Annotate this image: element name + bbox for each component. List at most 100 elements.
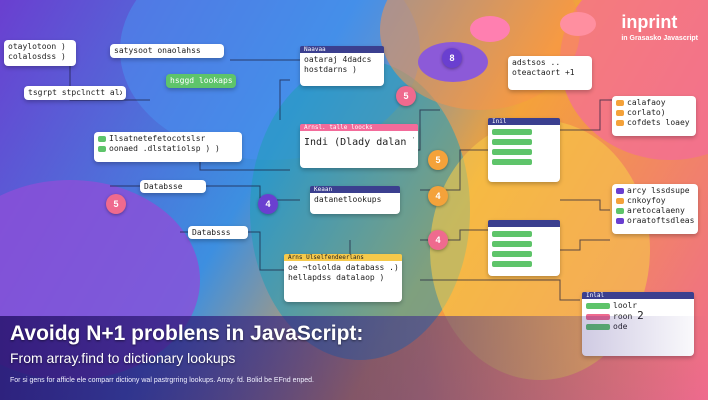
code-text: Ilsatnetefetocotslsr [109, 134, 206, 143]
code-text: cnkoyfoy [627, 196, 666, 205]
card-header: Inlal [582, 292, 694, 299]
card-header: Inil [488, 118, 560, 125]
row-chip [492, 260, 532, 267]
code-line: aretocalaeny [616, 206, 694, 216]
code-card-left: Ilsatnetefetocotslsr oonaed .dlstatiolsp… [94, 132, 242, 162]
brand-subtitle: in Grasasko Javascript [621, 35, 698, 42]
code-line: oteactaort +1 [512, 68, 575, 77]
code-line: Databsss [192, 228, 231, 237]
code-card-center-lookup: Keaan datanetlookups [310, 186, 400, 214]
code-line: otaylotoon ) [8, 42, 66, 51]
code-chip [616, 217, 624, 224]
brand-name: inprint [621, 12, 678, 32]
card-header: Arns Ulselfendeerlans [284, 254, 402, 261]
node-circle: 4 [428, 230, 448, 250]
code-line: datanetlookups [314, 195, 382, 204]
cloud-orange [560, 12, 596, 36]
card-header: Keaan [310, 186, 400, 193]
cloud-pink [470, 16, 510, 42]
card-header-label: Arns [288, 254, 303, 261]
row-chip [492, 230, 532, 237]
card-header-label: Arnsl. [304, 124, 326, 131]
row-chip [492, 148, 532, 155]
card-header: Arnsl. talle loocks [300, 124, 418, 131]
code-text: loolr [613, 301, 638, 310]
code-chip [616, 109, 624, 116]
row-chip [492, 240, 532, 247]
code-text: aretocalaeny [627, 206, 685, 215]
code-line: adstsos .. [512, 58, 561, 67]
code-line: Ilsatnetefetocotslsr [98, 134, 238, 144]
row-chip [492, 250, 532, 257]
list-row [492, 239, 556, 249]
code-text: arcy lssdsupe [627, 186, 690, 195]
code-text: calafaoy [627, 98, 666, 107]
code-card-upper-center: Naavaa oataraj 4dadcs hostdarns ) [300, 46, 384, 86]
code-line: oonaed .dlstatiolsp ) ) [98, 144, 238, 154]
code-chip [616, 197, 624, 204]
page-subtitle: From array.find to dictionary lookups [10, 350, 236, 366]
code-card-mid-left: tsgrpt stpclnctt alxy [24, 86, 126, 100]
card-header: Naavaa [300, 46, 384, 53]
code-line: cofdets loaey ) [616, 118, 692, 128]
databsss-label: Databsss [188, 226, 248, 239]
code-line: calafaoy [616, 98, 692, 108]
code-line: oraatoftsdleas [616, 216, 694, 226]
row-chip [492, 128, 532, 135]
brand-logo: inprint in Grasasko Javascript [621, 12, 698, 42]
code-line: oataraj 4dadcs [304, 55, 372, 64]
node-circle: 5 [396, 86, 416, 106]
code-chip [616, 119, 624, 126]
node-circle: 8 [442, 48, 462, 68]
code-card-right-side-list: arcy lssdsupe cnkoyfoy aretocalaeny oraa… [612, 184, 698, 234]
list-row [492, 137, 556, 147]
row-chip [492, 158, 532, 165]
code-line: Databsse [144, 182, 183, 191]
list-row [492, 127, 556, 137]
code-text: oonaed .dlstatiolsp ) ) [109, 144, 220, 153]
code-line: Indi (Dlady dalan lsca) [304, 137, 414, 148]
code-line: tsgrpt stpclnctt alxy [28, 88, 122, 97]
list-row [492, 229, 556, 239]
code-text: corlato) [627, 108, 666, 117]
page-caption: For si gens for afficle ele comparr dict… [10, 377, 315, 384]
code-line: cnkoyfoy [616, 196, 694, 206]
code-card-right-list: Inil [488, 118, 560, 182]
row-chip [492, 138, 532, 145]
code-card-center: Arnsl. talle loocks Indi (Dlady dalan ls… [300, 124, 418, 168]
database-label: Databsse [140, 180, 206, 193]
code-card-right-top: adstsos .. oteactaort +1 [508, 56, 592, 90]
title-banner [0, 316, 708, 400]
card-header-tag: talle loocks [329, 124, 373, 131]
code-line: colalosdss ) [8, 52, 66, 61]
code-card-top-left-b: satysoot onaolahss [110, 44, 224, 58]
code-text: oraatoftsdleas [627, 216, 694, 225]
list-row [492, 147, 556, 157]
code-chip [616, 207, 624, 214]
node-circle: 5 [428, 150, 448, 170]
list-row [492, 157, 556, 167]
code-line: hellapdss datalaop ) [288, 273, 385, 282]
code-chip [98, 135, 106, 142]
card-header-tag: Ulselfendeerlans [306, 254, 364, 261]
badge-label: hsggd lookaps [170, 76, 232, 85]
code-card-right-side-top: calafaoy corlato) cofdets loaey ) [612, 96, 696, 136]
page-title: Avoidg N+1 problens in JavaScript: [10, 322, 364, 345]
code-card-top-left: otaylotoon ) colalosdss ) [4, 40, 76, 66]
green-badge: hsggd lookaps [166, 74, 236, 88]
node-circle: 4 [428, 186, 448, 206]
code-line: hostdarns ) [304, 65, 357, 74]
code-chip [616, 99, 624, 106]
card-header [488, 220, 560, 227]
list-row [492, 249, 556, 259]
node-circle: 5 [106, 194, 126, 214]
code-line: oe ¬tololda databass .) [288, 263, 398, 272]
code-text: cofdets loaey ) [627, 118, 692, 127]
node-circle: 4 [258, 194, 278, 214]
code-line: satysoot onaolahss [114, 46, 201, 55]
code-chip [616, 187, 624, 194]
code-line: arcy lssdsupe [616, 186, 694, 196]
code-card-right-mid-list [488, 220, 560, 276]
code-chip [586, 302, 610, 309]
code-line: corlato) [616, 108, 692, 118]
